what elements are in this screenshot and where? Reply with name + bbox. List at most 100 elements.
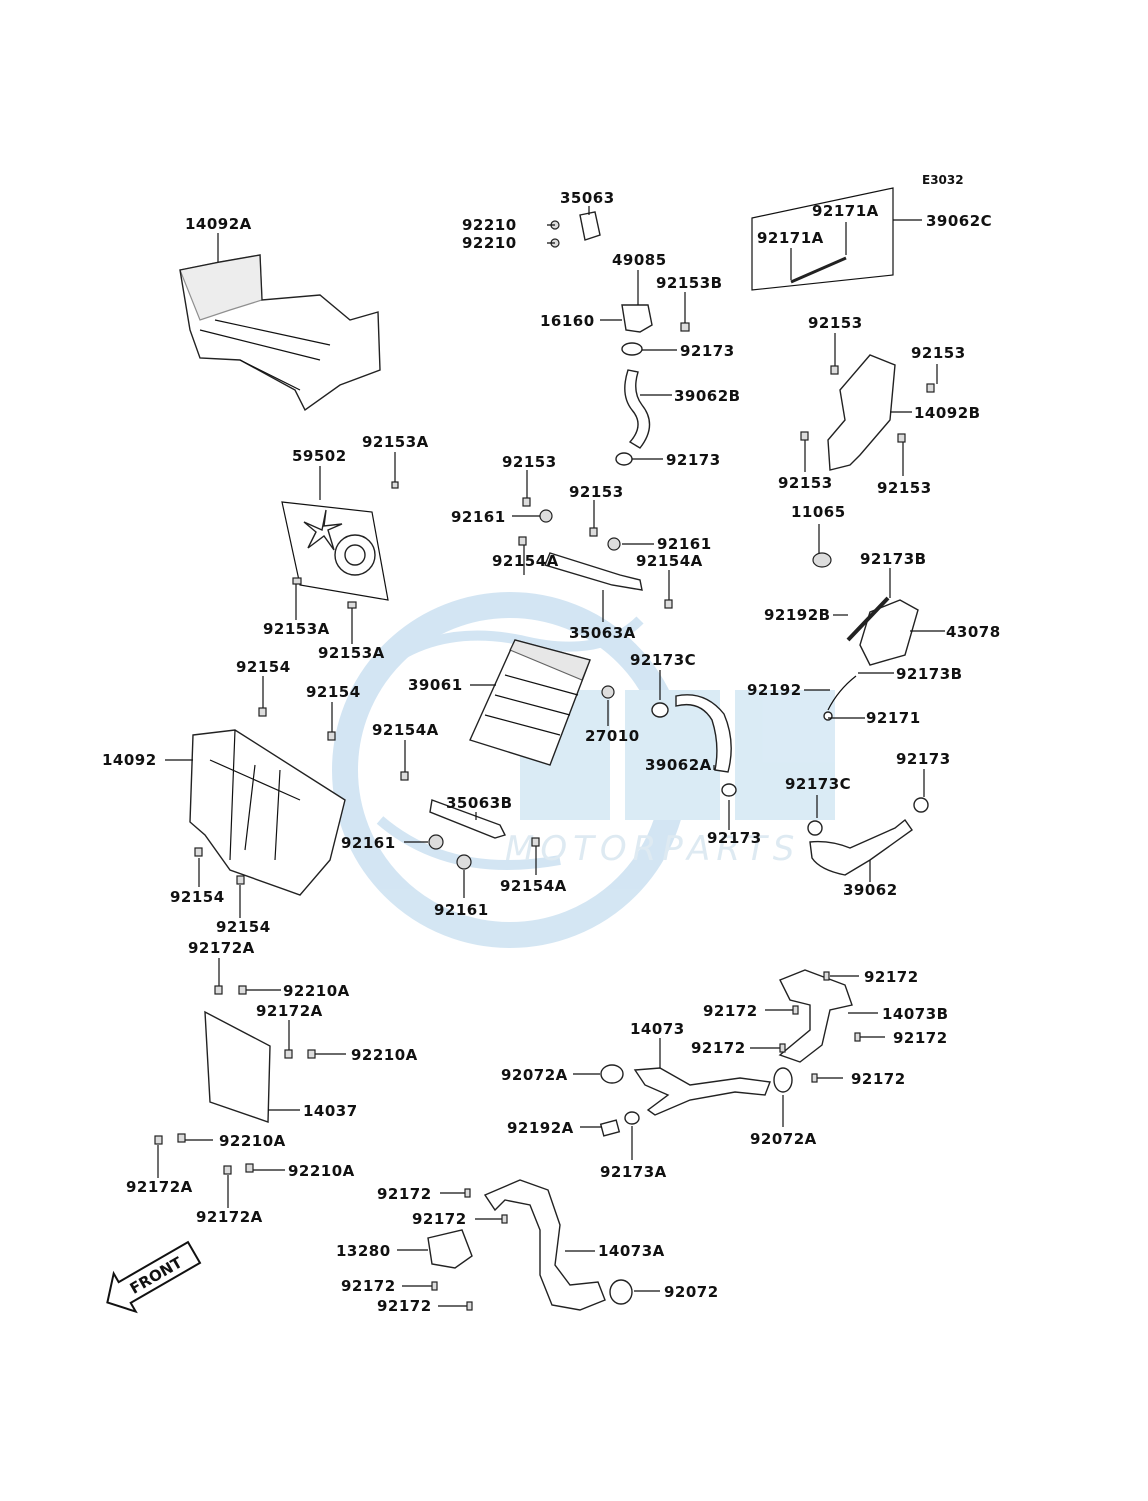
part-39061-radiator <box>469 639 591 766</box>
part-92161-b1 <box>428 834 444 850</box>
part-35063 <box>579 211 601 241</box>
label-92153A-1: 92153A <box>362 433 429 451</box>
part-92072-clamp <box>609 1279 633 1305</box>
label-14073B: 14073B <box>882 1005 949 1023</box>
part-92072A-clamp-2 <box>773 1067 793 1093</box>
label-92072: 92072 <box>664 1283 719 1301</box>
part-16160-valve <box>621 304 653 333</box>
label-92172-4: 92172 <box>691 1039 746 1057</box>
label-92154-1: 92154 <box>236 658 291 676</box>
label-92153A-3: 92153A <box>318 644 385 662</box>
part-14092-shroud <box>189 729 346 896</box>
label-92210A-4: 92210A <box>288 1162 355 1180</box>
label-39062C: 39062C <box>926 212 992 230</box>
part-39062-hose <box>809 818 913 876</box>
part-92173C-clamp <box>651 702 669 718</box>
part-92173-clamp-c <box>913 797 929 813</box>
label-35063: 35063 <box>560 189 615 207</box>
watermark-logo: MOTORPARTS <box>332 592 835 948</box>
label-92153-m1: 92153 <box>502 453 557 471</box>
label-27010: 27010 <box>585 727 640 745</box>
label-92173-c: 92173 <box>896 750 951 768</box>
label-92153-r4: 92153 <box>877 479 932 497</box>
part-92161-b2 <box>456 854 472 870</box>
part-59502-fan <box>281 501 389 601</box>
label-92072A-2: 92072A <box>750 1130 817 1148</box>
part-92192-hose <box>827 675 857 711</box>
label-92172A-4: 92172A <box>196 1208 263 1226</box>
label-92172-5: 92172 <box>851 1070 906 1088</box>
label-92210A-1: 92210A <box>283 982 350 1000</box>
label-92173B-1: 92173B <box>860 550 927 568</box>
part-43078-reservoir <box>859 599 919 666</box>
part-14073A-duct <box>483 1179 606 1311</box>
label-92153-m2: 92153 <box>569 483 624 501</box>
watermark-text: MOTORPARTS <box>505 829 800 869</box>
label-92173C-1: 92173C <box>630 651 696 669</box>
part-14092A-guard <box>179 254 381 412</box>
label-92172-6: 92172 <box>377 1185 432 1203</box>
label-92210-1: 92210 <box>462 216 517 234</box>
label-92153-r2: 92153 <box>911 344 966 362</box>
label-92173A: 92173A <box>600 1163 667 1181</box>
label-92173B-2: 92173B <box>896 665 963 683</box>
label-92172A-2: 92172A <box>256 1002 323 1020</box>
part-92153B <box>680 322 690 332</box>
label-92171A-2: 92171A <box>757 229 824 247</box>
label-92161-m1: 92161 <box>451 508 506 526</box>
label-43078: 43078 <box>946 623 1001 641</box>
part-92072A-clamp-1 <box>600 1064 624 1084</box>
label-92153-r3: 92153 <box>778 474 833 492</box>
label-14073A: 14073A <box>598 1242 665 1260</box>
label-11065: 11065 <box>791 503 846 521</box>
label-14037: 14037 <box>303 1102 358 1120</box>
label-92172-9: 92172 <box>377 1297 432 1315</box>
label-16160: 16160 <box>540 312 595 330</box>
label-92154-4: 92154 <box>216 918 271 936</box>
label-92172A-3: 92172A <box>126 1178 193 1196</box>
front-arrow-icon: FRONT <box>106 1240 202 1314</box>
label-14092A: 14092A <box>185 215 252 233</box>
label-92154-2: 92154 <box>306 683 361 701</box>
label-92161-m2: 92161 <box>657 535 712 553</box>
part-92161-m1 <box>539 509 553 523</box>
part-39062C-box <box>751 187 894 291</box>
part-92173A-clamp <box>624 1111 640 1125</box>
label-92192: 92192 <box>747 681 802 699</box>
part-14073B-duct <box>778 969 853 1063</box>
part-92173C-clamp-2 <box>807 820 823 836</box>
part-92171A-tube <box>790 256 847 284</box>
part-39062A-hose <box>675 694 732 773</box>
label-92154A-3: 92154A <box>372 721 439 739</box>
label-92154-3: 92154 <box>170 888 225 906</box>
label-59502: 59502 <box>292 447 347 465</box>
label-39061: 39061 <box>408 676 463 694</box>
label-49085: 49085 <box>612 251 667 269</box>
part-92171-cap <box>823 711 833 721</box>
label-92210-2: 92210 <box>462 234 517 252</box>
label-92210A-2: 92210A <box>351 1046 418 1064</box>
part-labels: 14092A 35063 92210 92210 49085 92153B 16… <box>102 189 1001 1315</box>
part-27010 <box>601 685 615 699</box>
part-14092B-bracket <box>827 354 896 471</box>
part-92173-clamp-r <box>721 783 737 797</box>
part-35063A-bracket <box>544 552 643 591</box>
label-92153-r1: 92153 <box>808 314 863 332</box>
label-92192A: 92192A <box>507 1119 574 1137</box>
label-92172-7: 92172 <box>412 1210 467 1228</box>
label-92154A-4: 92154A <box>500 877 567 895</box>
label-92154A-m2: 92154A <box>636 552 703 570</box>
part-39062B-hose <box>624 369 651 449</box>
label-13280: 13280 <box>336 1242 391 1260</box>
label-92154A-m1: 92154A <box>492 552 559 570</box>
label-92173-a: 92173 <box>680 342 735 360</box>
label-14073: 14073 <box>630 1020 685 1038</box>
part-92173-clamp-a <box>621 342 643 356</box>
part-92192A <box>599 1119 621 1137</box>
part-14037-panel <box>204 1010 271 1123</box>
label-92072A-1: 92072A <box>501 1066 568 1084</box>
label-92192B: 92192B <box>764 606 831 624</box>
label-92172A-1: 92172A <box>188 939 255 957</box>
label-14092: 14092 <box>102 751 157 769</box>
